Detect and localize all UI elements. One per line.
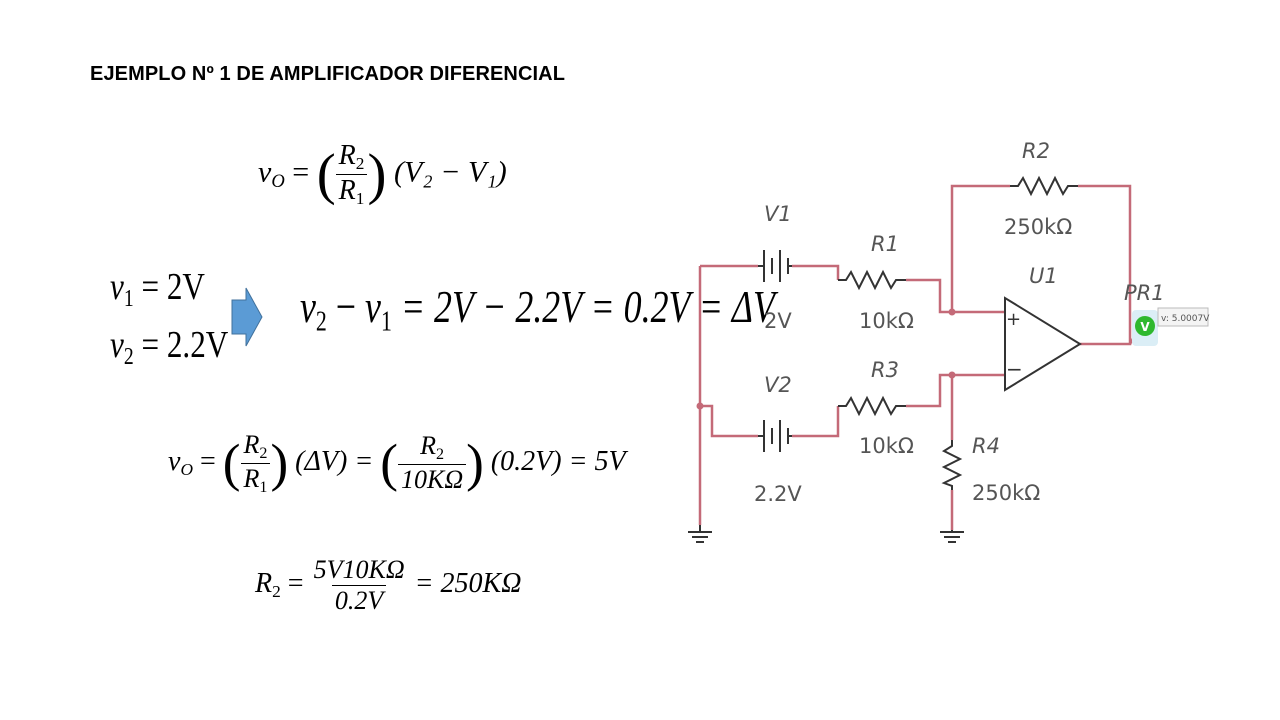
- resistor-r4: [941, 440, 963, 490]
- label-v2-name: V2: [764, 373, 792, 397]
- resistor-r2: [1010, 175, 1078, 197]
- ground-icon: [940, 530, 964, 543]
- right-arrow-icon: [231, 287, 263, 347]
- resistor-r3: [838, 395, 906, 417]
- label-r1-value: 10kΩ: [859, 309, 914, 333]
- junction-dot: [948, 308, 956, 316]
- circuit-wires: [698, 184, 1140, 530]
- battery-v1: [758, 250, 792, 282]
- probe-reading: v: 5.0007V: [1161, 314, 1210, 324]
- label-pr1-name: PR1: [1124, 281, 1165, 305]
- resistor-r1: [838, 269, 906, 291]
- equation-delta-v: v2 − v1 = 2V − 2.2V = 0.2V = ΔV: [300, 281, 775, 338]
- opamp-plus-sign: +: [1006, 309, 1021, 330]
- junction-dot: [948, 371, 956, 379]
- ground-icon: [688, 525, 712, 543]
- junction-dot: [696, 402, 704, 410]
- input-voltages: v1 = 2V v2 = 2.2V: [110, 266, 229, 371]
- battery-v2: [758, 420, 792, 452]
- label-v1-name: V1: [764, 202, 792, 226]
- label-v1-value: 2V: [764, 309, 792, 333]
- op-amp-u1: [1004, 296, 1082, 392]
- page-title: EJEMPLO Nº 1 DE AMPLIFICADOR DIFERENCIAL: [90, 63, 566, 85]
- label-r4-name: R4: [972, 434, 1000, 458]
- label-r1-name: R1: [871, 232, 899, 256]
- probe-badge: V: [1140, 320, 1150, 334]
- label-u1-name: U1: [1029, 264, 1058, 288]
- differential-amplifier-circuit: V1 2V V2 2.2V R1 10kΩ R3 10kΩ R2 250kΩ R…: [688, 139, 1210, 543]
- opamp-minus-sign: −: [1006, 357, 1023, 381]
- voltage-probe-pr1[interactable]: [1132, 307, 1209, 346]
- label-r3-name: R3: [871, 358, 899, 382]
- label-r2-name: R2: [1022, 139, 1050, 163]
- label-r3-value: 10kΩ: [859, 434, 914, 458]
- label-v2-value: 2.2V: [754, 482, 802, 506]
- label-r4-value: 250kΩ: [972, 481, 1040, 505]
- label-r2-value: 250kΩ: [1004, 215, 1072, 239]
